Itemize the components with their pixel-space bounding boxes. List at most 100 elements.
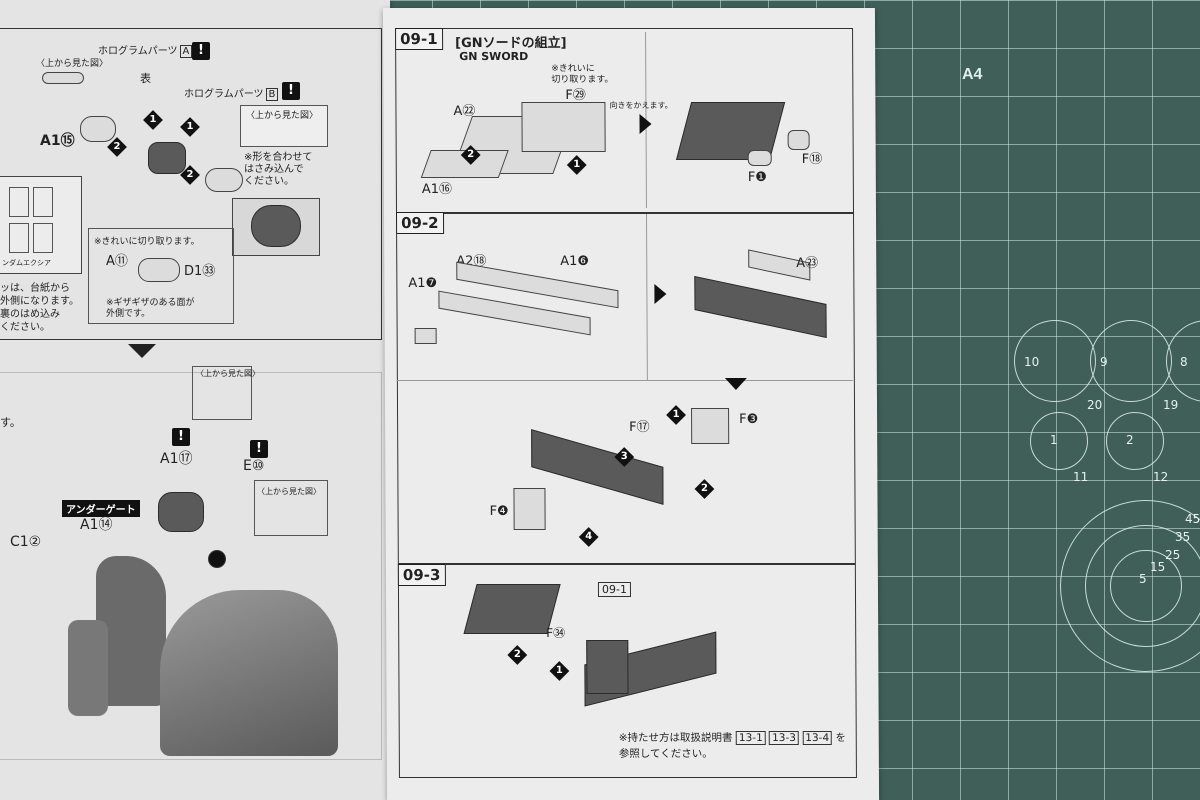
- gn-sword-title-jp: [GNソードの組立]: [455, 36, 567, 51]
- step-1-icon: 1: [566, 155, 587, 175]
- align-note: ※形を合わせてはさみ込んでください。: [244, 152, 313, 187]
- warning-icon: !: [282, 82, 300, 100]
- cut-clean-note: ※きれいに切り取ります。: [94, 237, 200, 247]
- text-fragment: す。: [0, 416, 21, 429]
- cut-note: ※きれいに切り取ります。: [551, 64, 614, 85]
- view-top-box: [192, 366, 252, 420]
- mat-circle: [1030, 412, 1088, 470]
- front-label: 表: [140, 72, 151, 85]
- step-1-icon: 1: [666, 405, 686, 425]
- part-label-a11: A⑪: [106, 254, 128, 269]
- hold-note-2: 参照してください。: [618, 748, 713, 760]
- mat-circle: [1106, 412, 1164, 470]
- hold-note: ※持たせ方は取扱説明書 13-1 13-3 13-4 を: [618, 731, 846, 745]
- mat-number: 5: [1139, 572, 1147, 586]
- part-label-a1-14: A1⑭: [80, 517, 113, 533]
- part-label-f18: F⑱: [801, 152, 823, 167]
- jagged-note: ※ギザギザのある面が外側です。: [106, 298, 195, 319]
- view-top-label: 〈上から見た図〉: [36, 59, 109, 69]
- step-2-icon: 2: [180, 165, 200, 185]
- view-top-label: 〈上から見た図〉: [257, 487, 321, 496]
- mat-number: 1: [1050, 433, 1058, 447]
- down-arrow-icon: [128, 344, 156, 358]
- mat-number: 19: [1163, 398, 1179, 412]
- mat-number: 2: [1126, 433, 1134, 447]
- f4-part: [513, 488, 546, 530]
- mat-number: 10: [1024, 355, 1040, 369]
- part-label-c1-2: C1②: [10, 534, 42, 550]
- detail-closeup: [232, 198, 320, 256]
- mat-a4-label: A4: [962, 66, 983, 83]
- part-label-a23: A㉓: [796, 256, 819, 271]
- part-label-f34: F㉞: [546, 626, 566, 640]
- f1-part: [747, 150, 772, 166]
- step-3-icon: 3: [614, 447, 635, 467]
- helmet-closeup: [251, 205, 301, 247]
- mat-circle: [1110, 550, 1182, 622]
- part-label-f29: F㉙: [565, 88, 586, 103]
- part-label-f17: F⑰: [629, 420, 650, 435]
- view-top-label: 〈上から見た図〉: [246, 111, 319, 121]
- hologram-part-a: [42, 72, 84, 84]
- part-label-e10: E⑩: [243, 458, 265, 474]
- warning-icon: !: [250, 440, 268, 458]
- step-4-icon: 4: [578, 527, 599, 547]
- step-1-icon: 1: [549, 661, 570, 681]
- f3-part: [691, 408, 730, 444]
- under-gate-label: アンダーゲート: [62, 500, 140, 517]
- view-top-box: [254, 480, 328, 536]
- step-1-icon: 1: [143, 110, 163, 130]
- view-top-label: 〈上から見た図〉: [196, 369, 260, 378]
- down-arrow-icon: [724, 378, 747, 390]
- step-09-1-tag: 09-1: [395, 28, 443, 50]
- part-label-a1-16: A1⑯: [421, 182, 453, 197]
- mat-number: 12: [1153, 470, 1169, 484]
- figure-arm: [68, 620, 108, 716]
- cut-instruction-box: [88, 228, 234, 324]
- visor-part: [80, 116, 116, 142]
- rotate-note: 向きをかえます。: [609, 101, 673, 110]
- mat-number: 35: [1175, 530, 1191, 544]
- figure-cape: [160, 590, 338, 756]
- right-instruction-page: 09-1 [GNソードの組立] GN SWORD ※きれいに切り取ります。 A㉒…: [382, 8, 880, 800]
- view-top-box: [240, 105, 328, 147]
- part-label-f1: F❶: [747, 170, 767, 185]
- step-2-icon: 2: [507, 645, 528, 665]
- part-label-a1-6: A1❻: [560, 254, 590, 269]
- head-part: [158, 492, 204, 532]
- divider: [396, 380, 853, 381]
- runner-sheet: [0, 176, 82, 274]
- mat-number: 15: [1150, 560, 1166, 574]
- bottom-panel-frame: [0, 372, 382, 760]
- ring-part: [138, 258, 180, 282]
- step-2-icon: 2: [107, 137, 127, 157]
- mat-number: 8: [1180, 355, 1188, 369]
- step-2-icon: 2: [460, 145, 481, 165]
- dot-marker: [208, 550, 226, 568]
- nipper-icon: [414, 328, 437, 344]
- sticker-note: ッは、台紙から外側になります。裏のはめ込みください。: [0, 283, 79, 333]
- step-09-3-tag: 09-3: [397, 564, 446, 586]
- mat-number: 9: [1100, 355, 1108, 369]
- f18-part: [787, 130, 810, 150]
- ring-part: [205, 168, 243, 192]
- mat-number: 11: [1073, 470, 1089, 484]
- part-label-d1-33: D1㉝: [184, 264, 216, 279]
- step-1-icon: 1: [180, 117, 200, 137]
- warning-icon: !: [172, 428, 190, 446]
- head-part: [148, 142, 186, 174]
- part-label-a1-7: A1❼: [408, 276, 438, 291]
- step-2-icon: 2: [694, 479, 715, 499]
- part-label-a1-15: A1⑮: [40, 133, 75, 149]
- part-label-a1-17: A1⑰: [160, 451, 193, 467]
- sword-cover-part: [521, 102, 606, 152]
- right-arrow-icon: [639, 114, 652, 134]
- mat-number: 25: [1165, 548, 1181, 562]
- ref-09-1-tag: 09-1: [597, 582, 631, 597]
- part-label-f3: F❸: [739, 412, 759, 427]
- gn-sword-title-en: GN SWORD: [459, 50, 529, 63]
- mat-number: 45: [1185, 512, 1200, 526]
